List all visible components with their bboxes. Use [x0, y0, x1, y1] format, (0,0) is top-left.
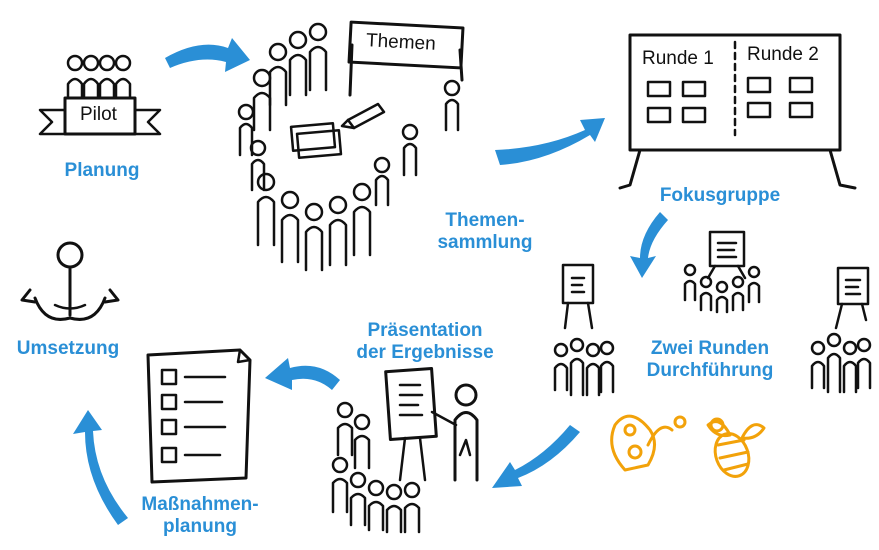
- label-praesentation: Präsentation der Ergebnisse: [350, 320, 500, 364]
- praesentation-illustration: [331, 366, 479, 534]
- arrow-praesentation-to-plan: [265, 358, 340, 390]
- label-praesentation-line2: der Ergebnisse: [356, 342, 494, 363]
- runde-1-text: Runde 1: [642, 48, 714, 69]
- arrow-fokus-to-runden: [630, 212, 668, 278]
- label-durchfuehrung-line1: Zwei Runden: [650, 338, 770, 359]
- label-themensammlung-line1: Themen-: [445, 210, 525, 231]
- label-durchfuehrung: Zwei Runden Durchführung: [640, 338, 780, 382]
- label-planung-text: Planung: [64, 160, 140, 181]
- fokusgruppe-board: [618, 33, 857, 190]
- label-planung: Planung: [52, 160, 152, 182]
- arrow-plan-to-umsetzung: [73, 410, 128, 525]
- label-durchfuehrung-line2: Durchführung: [646, 360, 774, 381]
- label-massnahmenplanung: Maßnahmen- planung: [130, 494, 270, 538]
- arrow-runden-to-praesentation: [492, 425, 580, 488]
- anchor-icon: [20, 241, 120, 321]
- flow-arrows: [73, 38, 668, 525]
- label-themensammlung: Themen- sammlung: [435, 210, 535, 254]
- pilot-group-illustration: [38, 54, 162, 136]
- label-umsetzung: Umsetzung: [8, 338, 128, 360]
- label-fokusgruppe: Fokusgruppe: [650, 185, 790, 207]
- arrow-themen-to-fokus: [495, 118, 605, 165]
- label-fokusgruppe-text: Fokusgruppe: [659, 185, 781, 206]
- label-massnahmen-line2: planung: [163, 516, 237, 537]
- label-massnahmen-line1: Maßnahmen-: [141, 494, 259, 515]
- arrow-planung-to-themen: [165, 38, 250, 72]
- butterfly-bee-illustration: [610, 414, 766, 478]
- label-themensammlung-line2: sammlung: [437, 232, 533, 253]
- runde-2-text: Runde 2: [747, 44, 819, 65]
- label-praesentation-line1: Präsentation: [367, 320, 483, 341]
- themensammlung-crowd: [237, 20, 465, 272]
- checklist-illustration: [146, 348, 252, 484]
- label-umsetzung-text: Umsetzung: [16, 338, 120, 359]
- themen-sign-text: Themen: [365, 30, 437, 55]
- durchfuehrung-groups: [553, 230, 872, 397]
- pilot-banner-text: Pilot: [80, 104, 117, 125]
